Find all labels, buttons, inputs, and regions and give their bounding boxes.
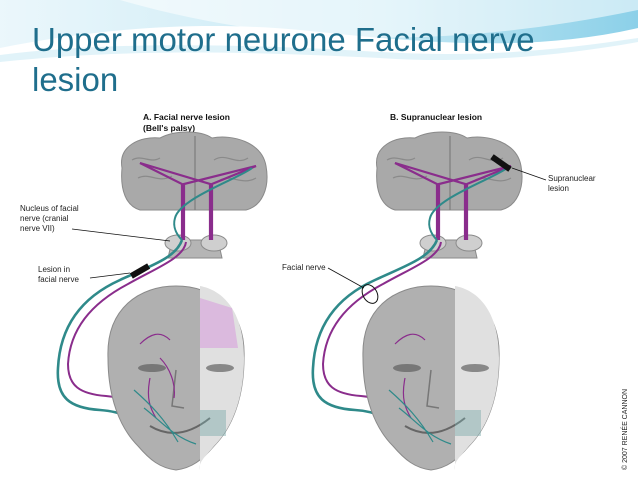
label-supranuclear-line2: lesion — [548, 184, 569, 193]
facial-nerve-ring-b — [361, 284, 379, 304]
label-lesion-line2: facial nerve — [38, 275, 79, 284]
brain-illustration-a — [121, 131, 268, 259]
label-nucleus-line1: Nucleus of facial — [20, 204, 79, 213]
lesion-marker-b — [490, 154, 512, 172]
face-illustration-b — [362, 285, 500, 471]
panel-b: B. Supranuclear lesion — [282, 112, 596, 471]
label-nucleus-line2: nerve (cranial — [20, 214, 69, 223]
label-lesion-line1: Lesion in — [38, 265, 70, 274]
panel-b-heading: B. Supranuclear lesion — [390, 112, 482, 122]
motor-tracts-b — [394, 161, 512, 240]
label-facial-nerve: Facial nerve — [282, 263, 326, 272]
header-wave-decoration — [0, 0, 638, 62]
panel-a-heading-2: (Bell's palsy) — [143, 123, 195, 133]
label-nucleus-line3: nerve VII) — [20, 224, 55, 233]
facial-nerve-lesion-diagram: A. Facial nerve lesion (Bell's palsy) — [0, 108, 638, 479]
panel-a-heading-1: A. Facial nerve lesion — [143, 112, 230, 122]
motor-tracts-a — [139, 161, 257, 240]
slide-title: Upper motor neurone Facial nerve lesion — [32, 21, 535, 98]
face-illustration-a — [107, 285, 245, 471]
illustration-credit: © 2007 RENÉE CANNON — [620, 389, 629, 470]
facial-nerve-b — [311, 239, 439, 439]
lesion-marker-a — [129, 263, 151, 279]
panel-a: A. Facial nerve lesion (Bell's palsy) — [20, 112, 268, 471]
label-supranuclear-line1: Supranuclear — [548, 174, 596, 183]
